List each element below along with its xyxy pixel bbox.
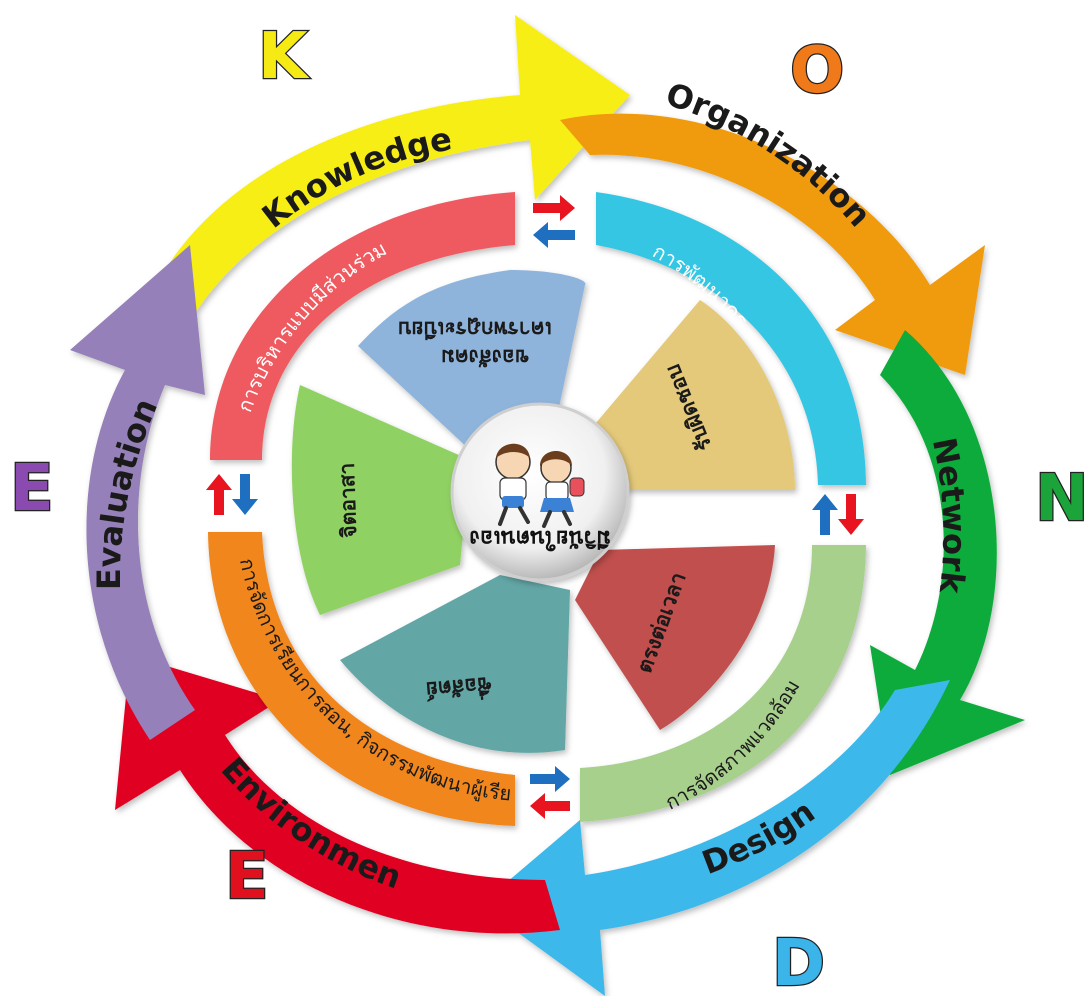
children-illustration-icon: [495, 443, 585, 528]
ring-segment-teaching-activities: [208, 532, 515, 826]
left-arrow-icon: [533, 222, 575, 248]
center-emblem: มีวินัยในตนเอง: [450, 402, 630, 582]
evaluation-arrow: [70, 245, 205, 740]
exchange-arrows: [206, 195, 864, 819]
center-label: มีวินัยในตนเอง: [469, 525, 610, 552]
ring-segment-environment-management: [580, 545, 866, 822]
petal-honesty: [340, 575, 570, 753]
letter-k: K: [258, 20, 310, 94]
petals: [291, 270, 795, 753]
network-label: Network: [925, 434, 974, 595]
petal-label-respect-rules-2: ของสังคม: [441, 345, 529, 369]
petal-label-respect-rules-1: เคารพกฎระเบียบ: [398, 317, 552, 341]
right-arrow-icon: [530, 766, 570, 792]
petal-label-volunteer: จิตอาสา: [335, 462, 362, 538]
down-arrow-icon: [838, 494, 864, 535]
center-badge: [450, 402, 630, 582]
outer-arrows: [70, 15, 1025, 996]
network-arrow: [870, 330, 1025, 775]
letter-e-bottom: E: [225, 840, 269, 914]
evaluation-label: Evaluation: [90, 393, 165, 590]
letter-d: D: [772, 927, 825, 996]
exchange-arrows-top: [533, 195, 575, 248]
design-arrow: [480, 680, 950, 996]
organization-arrow: [560, 113, 985, 375]
right-arrow-icon: [533, 195, 575, 221]
petal-volunteer: [291, 385, 470, 615]
down-arrow-icon: [232, 474, 258, 515]
left-arrow-icon: [530, 793, 570, 819]
up-arrow-icon: [206, 474, 232, 515]
letter-o: O: [790, 34, 844, 108]
petal-punctuality: [575, 545, 775, 730]
exchange-arrows-right: [812, 494, 864, 535]
letter-e-left: E: [10, 452, 54, 526]
letter-n: N: [1035, 462, 1089, 536]
knowledge-arrow: [125, 15, 630, 380]
environment-arrow: [115, 655, 560, 934]
inner-ring: [208, 192, 866, 826]
up-arrow-icon: [812, 494, 838, 535]
ring-segment-participatory-management: [210, 192, 515, 460]
exchange-arrows-left: [206, 474, 258, 515]
petal-responsibility: [590, 300, 795, 490]
ring-segment-teacher-development: [596, 192, 866, 485]
exchange-arrows-bottom: [530, 766, 570, 819]
